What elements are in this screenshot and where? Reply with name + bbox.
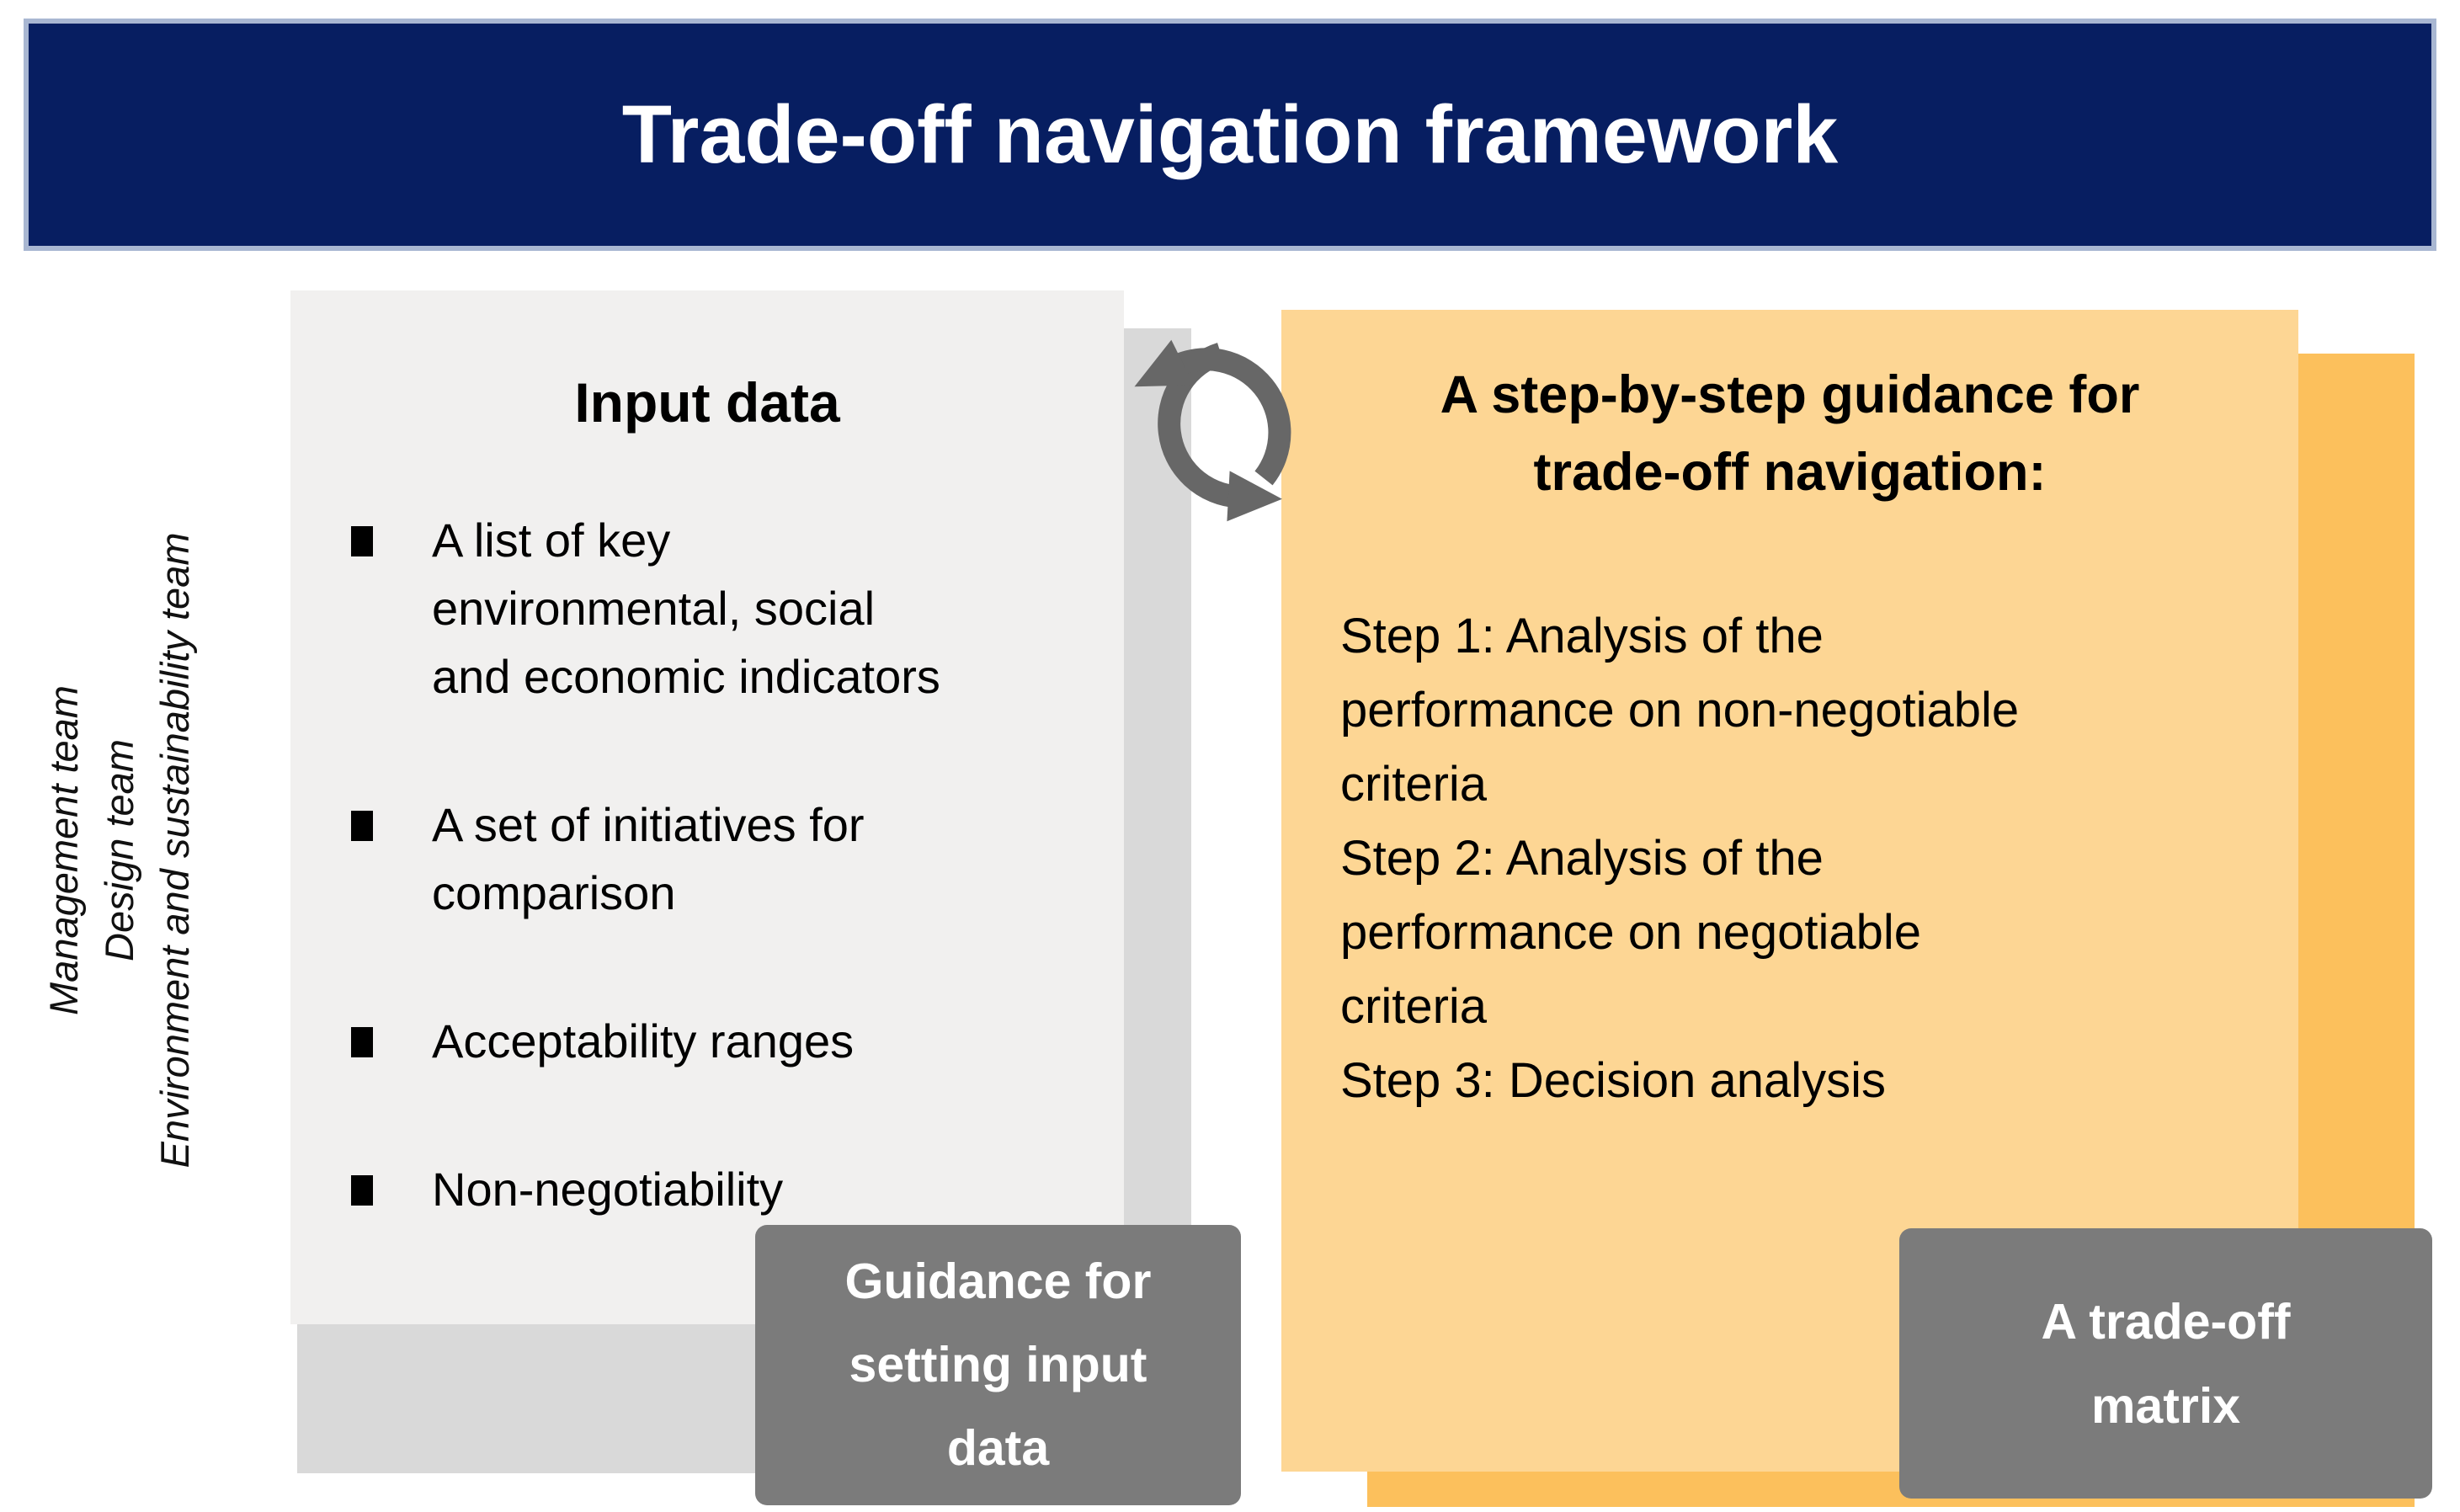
cycle-arrows-icon [1134, 339, 1291, 522]
input-panel: Input data A list of key environmental, … [290, 290, 1124, 1324]
list-item: A list of key environmental, social and … [351, 506, 1099, 711]
list-item: Acceptability ranges [351, 1007, 1099, 1075]
list-item: A set of initiatives for comparison [351, 791, 1099, 927]
square-bullet-icon [351, 526, 373, 556]
teams-sidebar: Management team Design team Environment … [36, 358, 221, 1343]
team-label-management: Management team [41, 685, 86, 1015]
input-bullet-list: A list of key environmental, social and … [290, 506, 1124, 1223]
guidance-panel-heading: A step-by-step guidance for trade-off na… [1440, 365, 2140, 502]
square-bullet-icon [351, 1175, 373, 1206]
matrix-caption-badge: A trade-off matrix [1899, 1228, 2432, 1499]
step-text: Step 2: Analysis of the performance on n… [1340, 831, 1922, 1034]
square-bullet-icon [351, 811, 373, 841]
bullet-text: A list of key environmental, social and … [432, 514, 940, 703]
team-label-environment: Environment and sustainability team [152, 532, 197, 1169]
step-text: Step 3: Decision analysis [1340, 1053, 1886, 1108]
list-item: Non-negotiability [351, 1155, 1099, 1223]
bullet-text: A set of initiatives for comparison [432, 798, 865, 919]
title-bar: Trade-off navigation framework [24, 19, 2436, 251]
square-bullet-icon [351, 1027, 373, 1057]
input-caption-badge: Guidance for setting input data [755, 1225, 1241, 1505]
bullet-text: Acceptability ranges [432, 1014, 855, 1067]
input-panel-heading: Input data [574, 371, 840, 434]
team-label-design: Design team [97, 739, 141, 961]
bullet-text: Non-negotiability [432, 1163, 784, 1216]
step-text: Step 1: Analysis of the performance on n… [1340, 609, 2020, 812]
page-title: Trade-off navigation framework [621, 88, 1839, 180]
guidance-steps: Step 1: Analysis of the performance on n… [1340, 599, 2248, 1118]
